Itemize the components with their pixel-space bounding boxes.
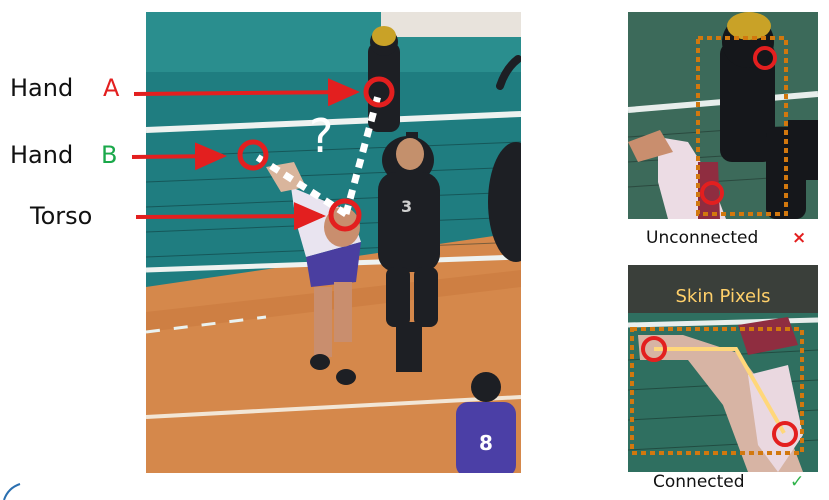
unconnected-crop [628, 12, 818, 219]
torso-label: Torso [30, 202, 93, 230]
arrow-torso [135, 202, 326, 231]
cross-icon: × [792, 228, 807, 248]
link-torso-hand-a [342, 91, 383, 215]
skin-pixels-title: Skin Pixels [676, 286, 771, 307]
arrow-hand-a [133, 78, 360, 107]
jersey-number: 8 [479, 431, 493, 455]
hand-a-label: Hand [10, 74, 74, 102]
connected-crop: Skin Pixels [628, 265, 818, 472]
hand-b-letter: B [101, 141, 118, 169]
hand-a-letter: A [103, 74, 120, 102]
hand-b-label: Hand [10, 141, 74, 169]
link-torso-hand-b [252, 152, 348, 217]
svg-text:3: 3 [401, 197, 412, 216]
hand-b-circle [237, 139, 269, 171]
question-mark: ? [309, 109, 333, 163]
arrow-hand-b [131, 142, 227, 171]
torso-joint-circle [772, 421, 798, 447]
unconnected-caption: Unconnected [646, 228, 759, 248]
torso-circle [328, 198, 362, 232]
lower-joint-circle [700, 181, 724, 205]
hand-joint-circle [641, 336, 667, 362]
upper-joint-circle [753, 46, 777, 70]
connected-caption: Connected [653, 472, 745, 492]
hand-a-circle [363, 76, 395, 108]
check-icon: ✓ [790, 472, 805, 492]
skin-path-line [654, 347, 786, 434]
corner-arc [3, 483, 21, 500]
